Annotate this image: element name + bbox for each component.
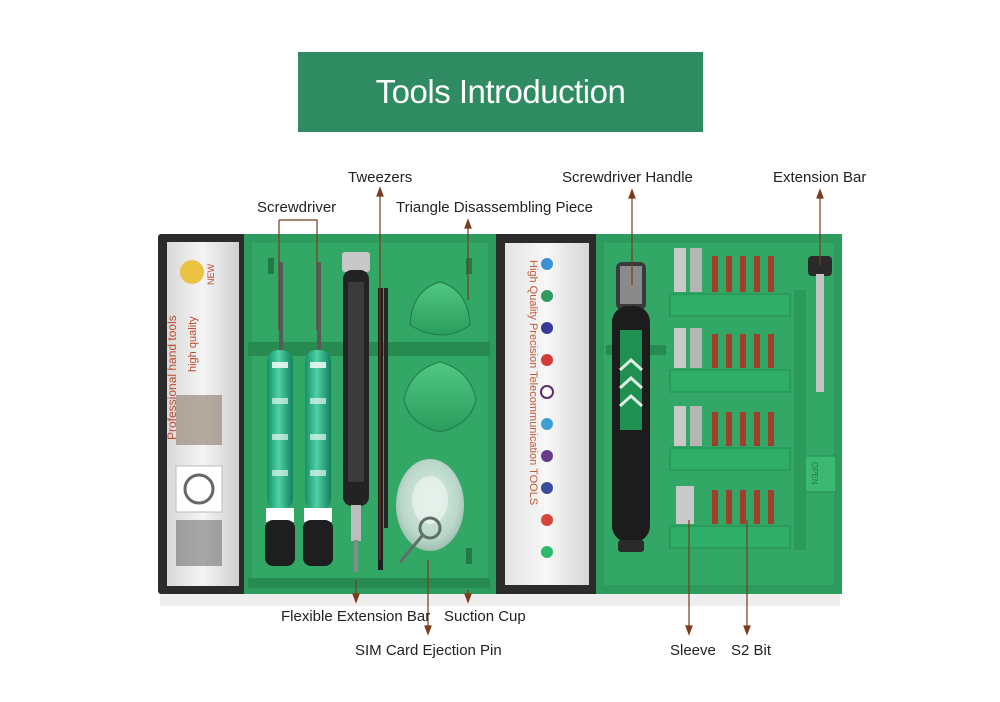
case-shadow xyxy=(160,592,840,606)
sleeve-4 xyxy=(690,328,702,368)
screwdriver-1 xyxy=(265,262,295,566)
bit-icon-8 xyxy=(541,482,553,494)
bit-icon-2 xyxy=(541,290,553,302)
sim-card-ejection-pin xyxy=(398,516,442,563)
label-suction-cup: Suction Cup xyxy=(444,608,526,625)
leader-lines xyxy=(278,186,824,636)
bit-icon-4 xyxy=(541,354,553,366)
left-panel-text-2: high quality xyxy=(187,316,199,372)
bit-icon-9 xyxy=(541,514,553,526)
sleeve-6 xyxy=(690,406,702,446)
label-sleeve: Sleeve xyxy=(670,642,716,659)
sleeve-1 xyxy=(674,248,686,292)
label-screwdriver-handle: Screwdriver Handle xyxy=(562,169,693,186)
page-title: Tools Introduction xyxy=(375,73,626,110)
thumbs-up-icon xyxy=(180,260,204,284)
bit-icon-5 xyxy=(540,385,554,399)
label-sim-card-ejection-pin: SIM Card Ejection Pin xyxy=(355,642,502,659)
sleeve-5 xyxy=(674,406,686,446)
open-tab-text: OPEN xyxy=(810,462,819,485)
label-triangle-disassembling-piece: Triangle Disassembling Piece xyxy=(396,199,594,216)
new-badge-text: NEW xyxy=(206,263,216,285)
extension-bar xyxy=(794,256,832,550)
suction-cup xyxy=(396,459,464,551)
bit-icon-6 xyxy=(541,418,553,430)
sleeve-3 xyxy=(674,328,686,368)
label-s2-bit: S2 Bit xyxy=(731,642,772,659)
label-flexible-extension-bar: Flexible Extension Bar xyxy=(281,608,431,625)
triangle-pick-2 xyxy=(403,361,477,433)
screwdriver-handle xyxy=(612,262,650,552)
bit-icon-3 xyxy=(541,322,553,334)
label-tweezers: Tweezers xyxy=(348,169,413,186)
sleeve-7 xyxy=(676,486,694,524)
screwdriver-2 xyxy=(303,262,333,566)
label-extension-bar: Extension Bar xyxy=(773,169,867,186)
title-banner: Tools Introduction xyxy=(298,52,703,132)
bit-icon-1 xyxy=(541,258,553,270)
sleeve-2 xyxy=(690,248,702,292)
bit-icon-7 xyxy=(541,450,553,462)
flexible-extension-bar xyxy=(342,252,370,572)
middle-panel-text: High Quality Precision Telecommunication… xyxy=(527,260,539,505)
middle-lid: High Quality Precision Telecommunication… xyxy=(496,234,596,594)
bit-rows xyxy=(669,248,791,549)
label-screwdriver: Screwdriver xyxy=(257,199,337,216)
left-lid xyxy=(158,234,246,594)
left-panel-text-1: Professional hand tools xyxy=(165,315,179,440)
triangle-pick-1 xyxy=(409,281,471,336)
bit-icon-10 xyxy=(541,546,553,558)
